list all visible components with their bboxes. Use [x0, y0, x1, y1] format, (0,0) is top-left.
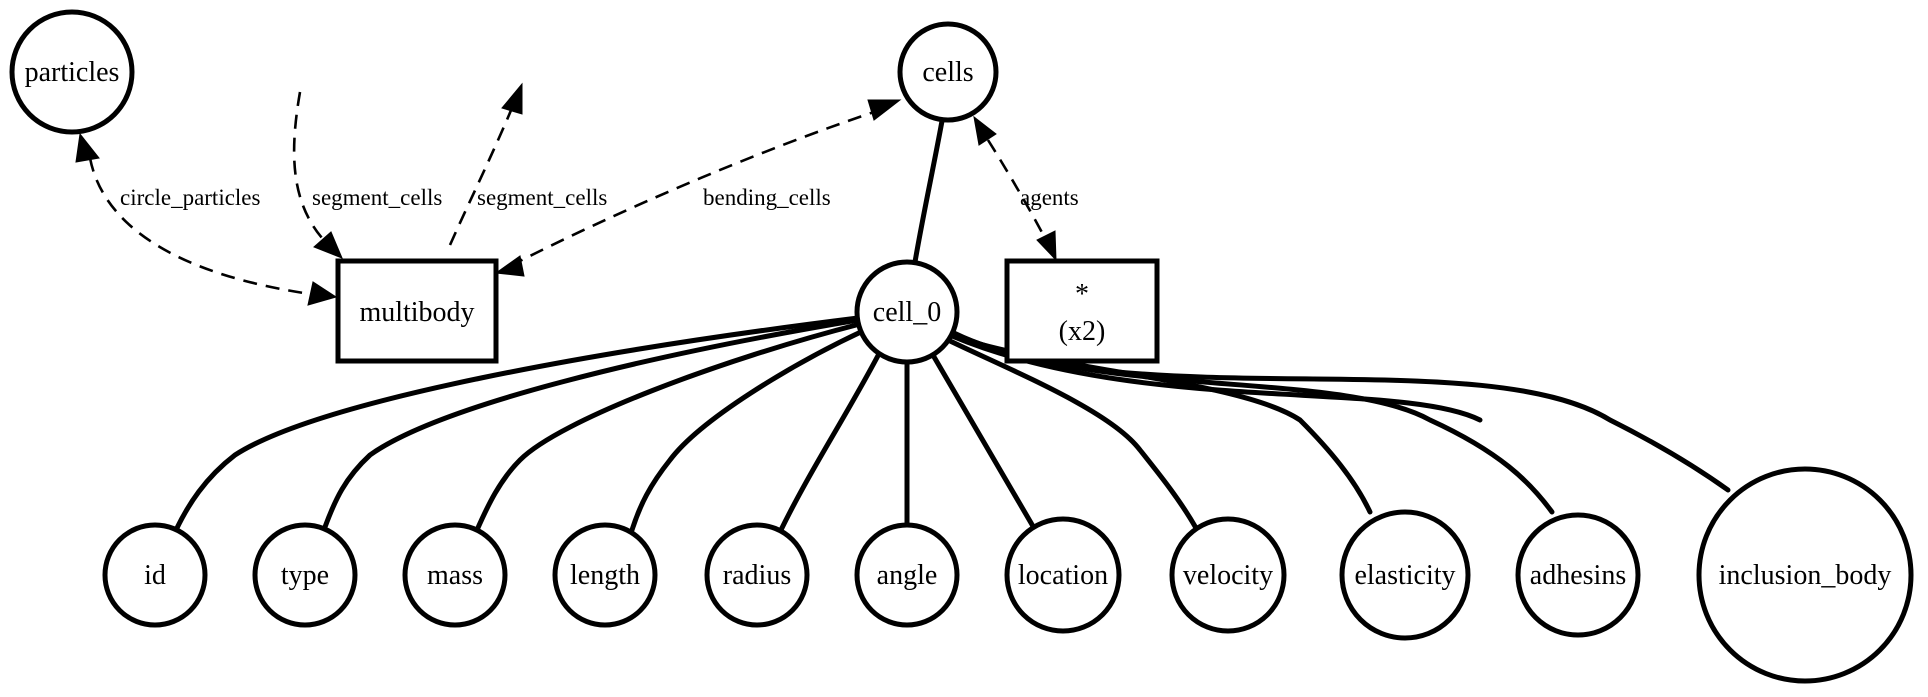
- node-particles-shape: [9, 9, 135, 135]
- node-velocity-shape: [1169, 516, 1287, 634]
- node-cells-shape: [897, 21, 999, 123]
- edge-cell-0-type: [322, 317, 861, 530]
- node-velocity: velocity: [1169, 516, 1287, 634]
- edge-segment-cells-out: [448, 107, 514, 246]
- edge-label-bending-cells: bending_cells: [703, 185, 831, 210]
- node-angle-label: angle: [877, 560, 938, 591]
- node-radius-shape: [704, 522, 810, 628]
- arrowhead-segment-cells-out: [501, 82, 523, 115]
- edge-label-circle-particles: circle_particles: [120, 185, 261, 210]
- edge-cell-0-mass: [474, 321, 863, 533]
- node-inclusion-body: inclusion_body: [1696, 466, 1914, 684]
- node-angle-shape: [854, 522, 960, 628]
- node-velocity-label: velocity: [1183, 560, 1273, 591]
- edge-labels: circle_particles segment_cells segment_c…: [120, 185, 1079, 210]
- node-elasticity: elasticity: [1339, 509, 1471, 641]
- edge-segment-cells-in: [292, 91, 323, 239]
- edge-cells-cell-0: [912, 118, 945, 265]
- port-edges: [75, 82, 1057, 306]
- edge-cell-0-id: [173, 315, 861, 533]
- node-elasticity-shape: [1339, 509, 1471, 641]
- node-type: type: [252, 522, 358, 628]
- edge-agents: [986, 139, 1047, 239]
- edge-cell-0-radius: [777, 345, 885, 535]
- node-radius: radius: [704, 522, 810, 628]
- node-id: id: [102, 522, 208, 628]
- node-cell-0-label: cell_0: [873, 297, 941, 328]
- node-length-shape: [552, 522, 658, 628]
- node-cells-label: cells: [922, 57, 973, 88]
- edge-cell-0-length: [629, 327, 868, 533]
- node-multibody-label: multibody: [359, 297, 474, 328]
- node-angle: angle: [854, 522, 960, 628]
- node-agents-group-label-line2: (x2): [1059, 316, 1106, 347]
- arrowhead-agents-bottom: [1036, 230, 1057, 262]
- node-mass-shape: [402, 522, 508, 628]
- node-mass: mass: [402, 522, 508, 628]
- node-multibody: multibody: [335, 258, 499, 364]
- edge-cell-0-inclusion-body: [945, 327, 1731, 493]
- node-adhesins-label: adhesins: [1530, 560, 1626, 591]
- node-elasticity-label: elasticity: [1354, 560, 1455, 591]
- node-cells: cells: [897, 21, 999, 123]
- edge-label-segment-cells-in: segment_cells: [312, 185, 442, 210]
- node-inclusion-body-shape: [1696, 466, 1914, 684]
- node-type-label: type: [281, 560, 329, 591]
- node-inclusion-body-label: inclusion_body: [1719, 560, 1892, 591]
- arrowhead-bending-cells-top: [867, 99, 902, 121]
- node-particles: particles: [9, 9, 135, 135]
- node-cell-0: cell_0: [854, 259, 960, 365]
- arrowhead-segment-cells-in: [313, 231, 343, 259]
- edge-circle-particles: [88, 157, 311, 296]
- node-length-label: length: [570, 560, 640, 591]
- edge-cell-0-velocity: [945, 337, 1199, 531]
- node-agents-group: * (x2): [1004, 258, 1160, 364]
- node-type-shape: [252, 522, 358, 628]
- edge-label-agents: agents: [1020, 185, 1079, 210]
- arrowhead-circle-particles-bottom: [307, 281, 338, 306]
- edge-cell-0-location: [927, 347, 1037, 531]
- arrowhead-circle-particles-top: [75, 132, 100, 163]
- node-agents-group-label-line1: *: [1075, 279, 1089, 310]
- node-id-label: id: [144, 560, 166, 591]
- node-agents-group-shape: [1004, 258, 1160, 364]
- node-particles-label: particles: [25, 57, 120, 88]
- node-length: length: [552, 522, 658, 628]
- edge-bending-cells: [509, 108, 881, 268]
- node-location-label: location: [1018, 560, 1108, 591]
- arrowhead-bending-cells-bottom: [494, 255, 525, 277]
- node-mass-label: mass: [427, 560, 483, 591]
- node-location-shape: [1004, 516, 1122, 634]
- node-multibody-shape: [335, 258, 499, 364]
- node-id-shape: [102, 522, 208, 628]
- node-radius-label: radius: [723, 560, 791, 591]
- node-adhesins: adhesins: [1515, 512, 1641, 638]
- node-adhesins-shape: [1515, 512, 1641, 638]
- node-location: location: [1004, 516, 1122, 634]
- tree-edges: [173, 118, 1731, 535]
- edge-label-segment-cells-out: segment_cells: [477, 185, 607, 210]
- arrowhead-agents-top: [973, 115, 997, 146]
- node-cell-0-shape: [854, 259, 960, 365]
